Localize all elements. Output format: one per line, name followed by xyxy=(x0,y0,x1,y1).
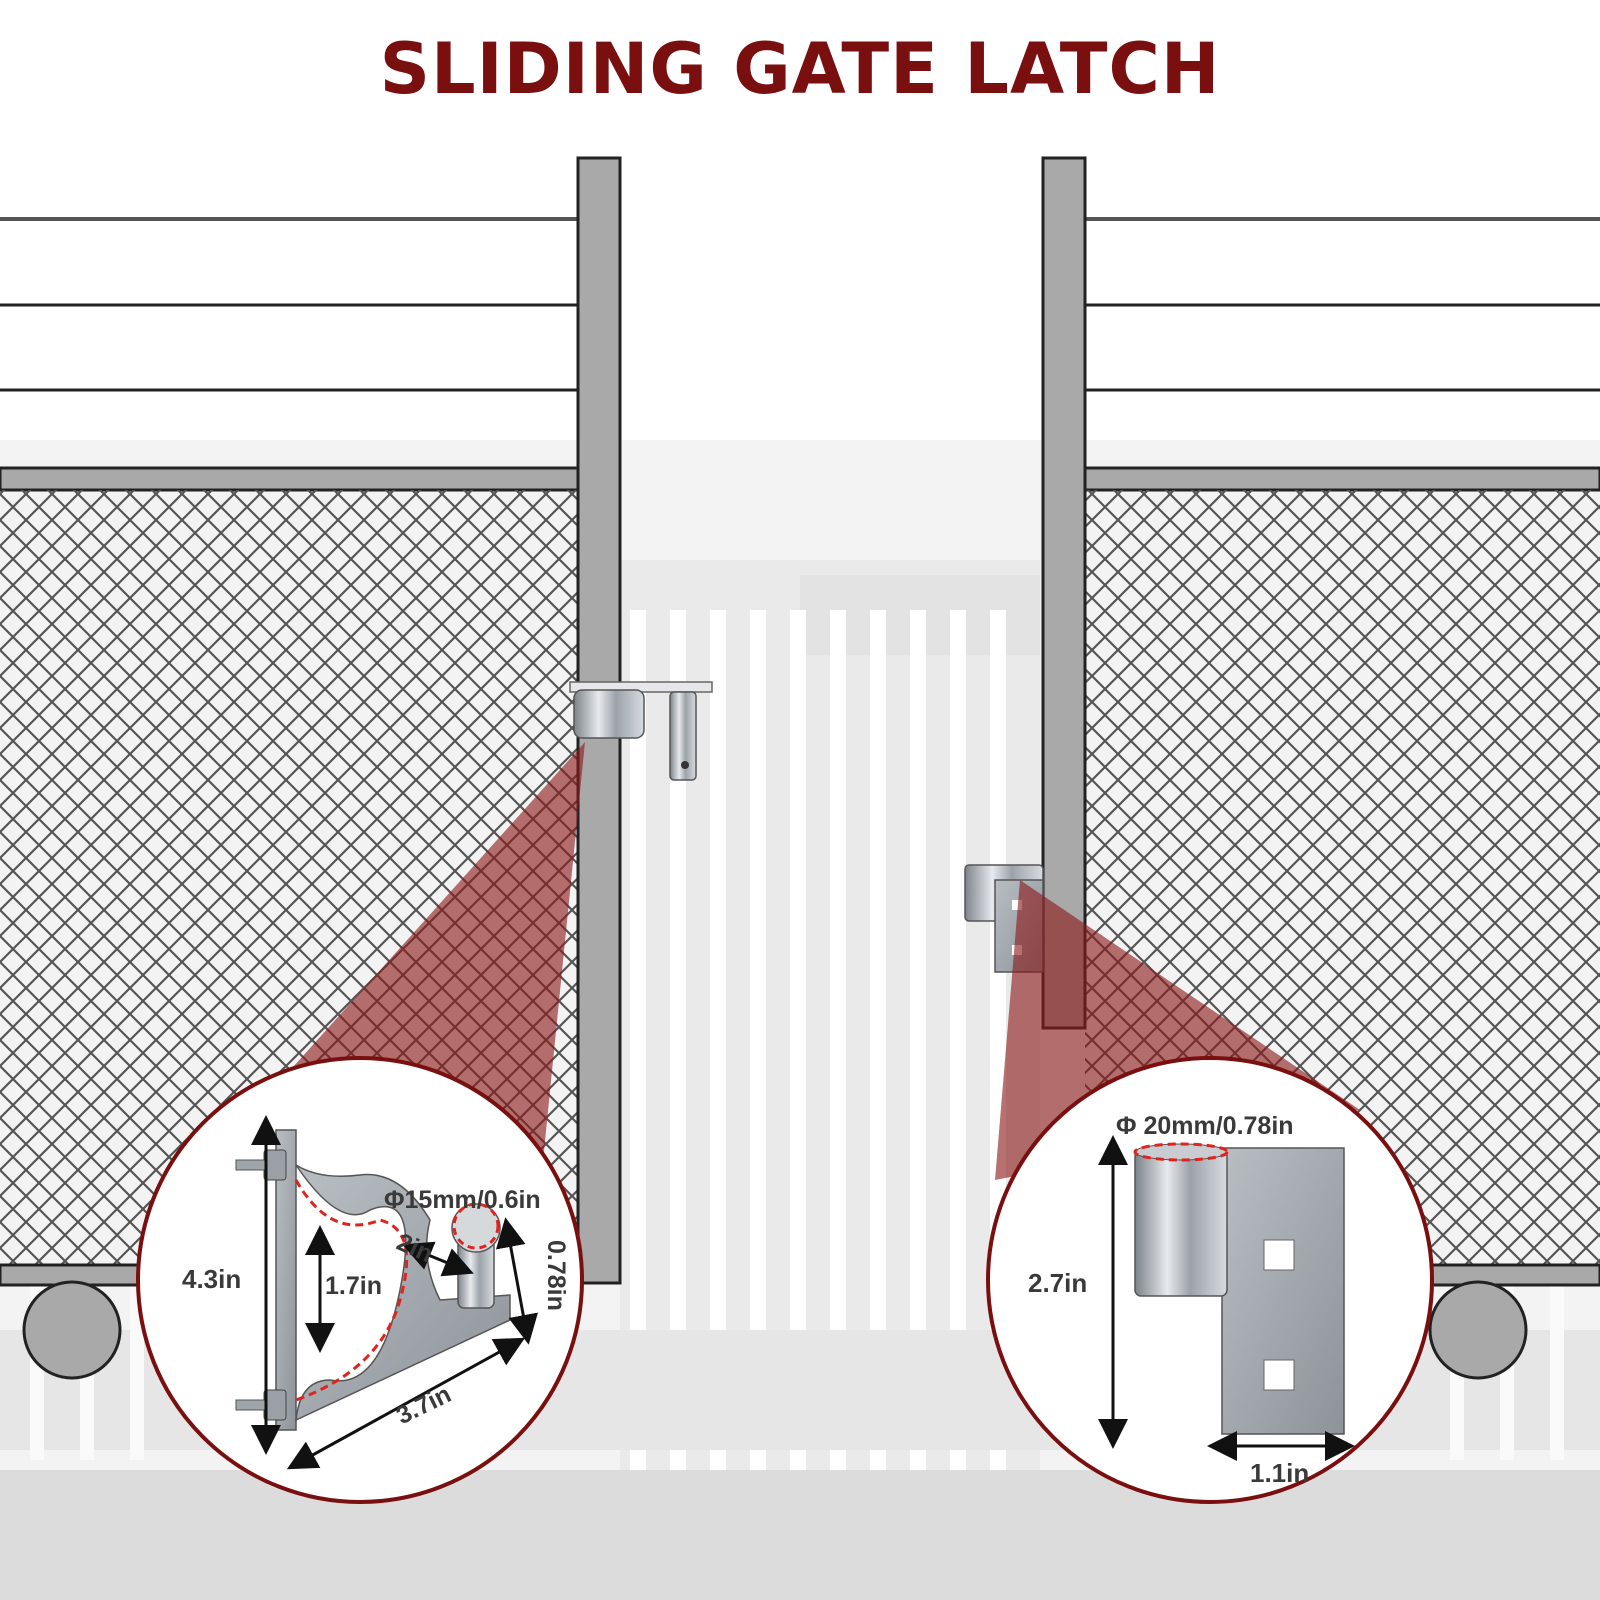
latch-bracket-on-post xyxy=(569,681,713,781)
left-detail-magnifier xyxy=(136,1056,584,1504)
right-post xyxy=(1041,156,1087,1030)
left-plate-thickness-label: 0.78in xyxy=(542,1240,570,1311)
right-height-label: 2.7in xyxy=(1028,1268,1088,1298)
page-title: SLIDING GATE LATCH xyxy=(379,28,1221,110)
right-detail-magnifier xyxy=(986,1056,1434,1504)
right-width-label: 1.1in xyxy=(1250,1458,1310,1488)
right-tube-diameter-label: Φ 20mm/0.78in xyxy=(1116,1112,1294,1140)
left-inner-height-label: 1.7in xyxy=(325,1272,382,1300)
left-pin-diameter-label: Φ15mm/0.6in xyxy=(384,1186,541,1214)
left-height-label: 4.3in xyxy=(182,1264,242,1294)
fence-rails xyxy=(0,217,1600,392)
